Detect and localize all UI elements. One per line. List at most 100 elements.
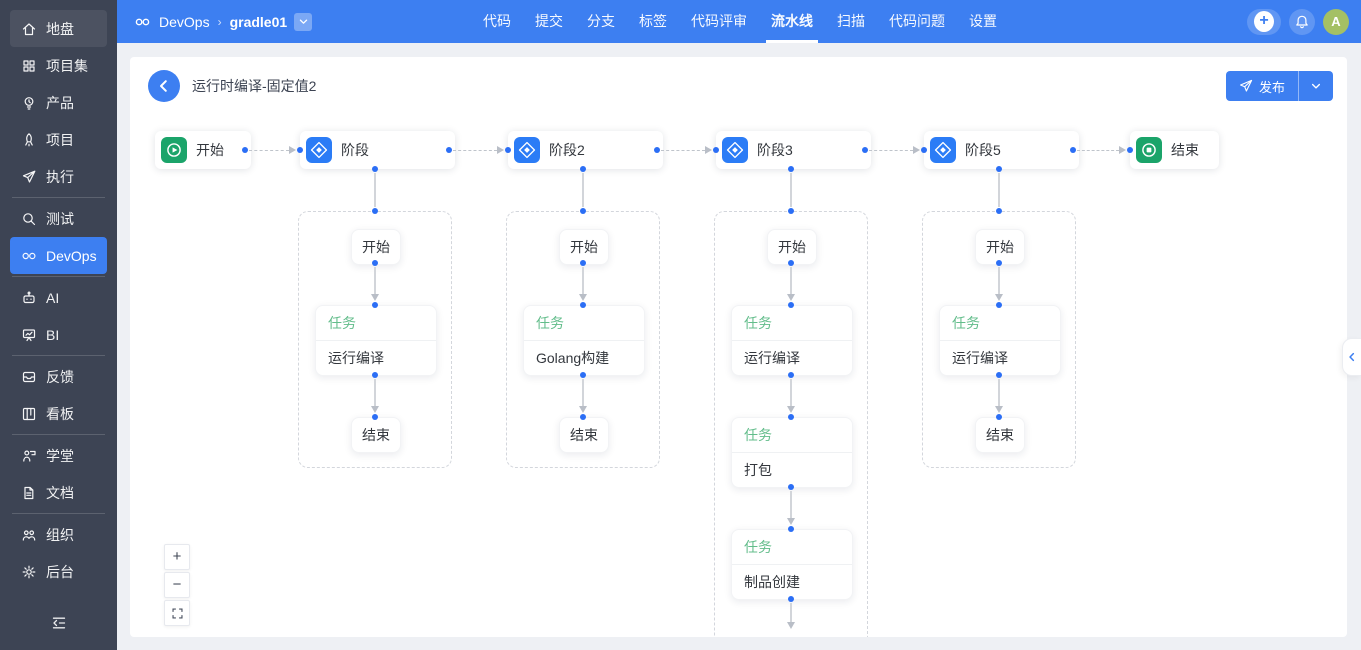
task-node[interactable]: 任务运行编译 [731, 305, 853, 376]
kanban-icon [21, 406, 37, 422]
sub-start-node[interactable]: 开始 [351, 229, 401, 265]
tab-scan[interactable]: 扫描 [837, 13, 865, 29]
connector-dot [788, 302, 794, 308]
stage-node[interactable]: 阶段 [300, 131, 455, 169]
connector-arrow [289, 146, 296, 154]
sidebar-item-label: 文档 [46, 484, 74, 501]
sidebar-item-admin[interactable]: 后台 [10, 553, 107, 590]
sidebar-item-feedback[interactable]: 反馈 [10, 358, 107, 395]
sidebar-item-label: 产品 [46, 94, 74, 111]
connector-line [790, 491, 792, 520]
tab-code-review[interactable]: 代码评审 [691, 13, 747, 29]
project-switcher-dropdown[interactable] [294, 12, 313, 31]
task-node[interactable]: 任务制品创建 [731, 529, 853, 600]
tab-branches[interactable]: 分支 [587, 13, 615, 29]
sub-end-node[interactable]: 结束 [975, 417, 1025, 453]
sidebar-item-project[interactable]: 项目 [10, 121, 107, 158]
sidebar-item-project-set[interactable]: 项目集 [10, 47, 107, 84]
sidebar-divider [12, 197, 105, 198]
sub-start-node[interactable]: 开始 [559, 229, 609, 265]
task-name: 运行编译 [952, 350, 1008, 366]
connector-dot [580, 166, 586, 172]
connector-line [661, 150, 705, 151]
connector-dot [372, 208, 378, 214]
task-node[interactable]: 任务打包 [731, 417, 853, 488]
rocket-icon [21, 132, 37, 148]
sub-end-node[interactable]: 结束 [351, 417, 401, 453]
sidebar-item-home[interactable]: 地盘 [10, 10, 107, 47]
connector-line [582, 267, 584, 296]
stage-icon [930, 137, 956, 163]
tab-tags[interactable]: 标签 [639, 13, 667, 29]
fit-view-button[interactable] [164, 600, 190, 626]
publish-dropdown-button[interactable] [1298, 71, 1333, 101]
sub-start-node[interactable]: 开始 [975, 229, 1025, 265]
sidebar-item-label: 项目集 [46, 57, 88, 74]
sub-end-node[interactable]: 结束 [559, 417, 609, 453]
breadcrumb-project[interactable]: gradle01 [229, 13, 288, 30]
stage-node[interactable]: 阶段3 [716, 131, 871, 169]
connector-dot [713, 147, 719, 153]
stage-node[interactable]: 阶段5 [924, 131, 1079, 169]
teacher-icon [21, 448, 37, 464]
connector-line [790, 267, 792, 296]
sidebar-item-org[interactable]: 组织 [10, 516, 107, 553]
sidebar-item-school[interactable]: 学堂 [10, 437, 107, 474]
fullscreen-icon [171, 607, 183, 619]
sidebar-item-test[interactable]: 测试 [10, 200, 107, 237]
task-node[interactable]: 任务运行编译 [939, 305, 1061, 376]
sidebar-item-docs[interactable]: 文档 [10, 474, 107, 511]
sidebar-divider [12, 355, 105, 356]
notifications-button[interactable] [1289, 8, 1315, 35]
tab-code-issues[interactable]: 代码问题 [889, 13, 945, 29]
publish-label: 发布 [1258, 79, 1285, 95]
connector-dot [788, 414, 794, 420]
chevron-left-icon [1349, 352, 1355, 362]
back-button[interactable] [148, 70, 180, 102]
sidebar-collapse-button[interactable] [0, 615, 117, 636]
pipeline-start-node[interactable]: 开始 [155, 131, 251, 169]
connector-dot [788, 208, 794, 214]
chevron-left-icon [160, 80, 167, 92]
sub-start-node[interactable]: 开始 [767, 229, 817, 265]
connector-dot [446, 147, 452, 153]
task-name: Golang构建 [536, 350, 610, 366]
bulb-icon [21, 95, 37, 111]
search-icon [21, 211, 37, 227]
pipeline-end-node[interactable]: 结束 [1130, 131, 1219, 169]
stage-node[interactable]: 阶段2 [508, 131, 663, 169]
sidebar-item-ai[interactable]: AI [10, 279, 107, 316]
task-node[interactable]: 任务运行编译 [315, 305, 437, 376]
sidebar-item-bi[interactable]: BI [10, 316, 107, 353]
sidebar-item-execute[interactable]: 执行 [10, 158, 107, 195]
tab-code[interactable]: 代码 [483, 13, 511, 29]
tab-pipeline[interactable]: 流水线 [766, 0, 818, 43]
connector-dot [788, 484, 794, 490]
connector-line [374, 267, 376, 296]
connector-line [998, 267, 1000, 296]
create-button[interactable]: + [1247, 8, 1281, 35]
publish-button[interactable]: 发布 [1226, 71, 1298, 101]
document-icon [21, 485, 37, 501]
breadcrumb-app[interactable]: DevOps [159, 13, 210, 30]
zoom-out-button[interactable]: − [164, 572, 190, 598]
stage-detail-container: 开始任务运行编译结束 [298, 211, 452, 468]
sidebar-item-product[interactable]: 产品 [10, 84, 107, 121]
zoom-in-button[interactable]: + [164, 544, 190, 570]
top-nav-tabs: 代码 提交 分支 标签 代码评审 流水线 扫描 代码问题 设置 [483, 0, 997, 43]
expand-panel-handle[interactable] [1342, 338, 1361, 376]
user-avatar[interactable]: A [1323, 8, 1349, 35]
connector-arrow [787, 622, 795, 629]
connector-dot [580, 260, 586, 266]
tab-settings[interactable]: 设置 [969, 13, 997, 29]
task-name: 制品创建 [744, 574, 800, 590]
sidebar-item-kanban[interactable]: 看板 [10, 395, 107, 432]
task-name: 运行编译 [328, 350, 384, 366]
connector-line [582, 379, 584, 408]
tab-commits[interactable]: 提交 [535, 13, 563, 29]
sidebar-item-devops[interactable]: DevOps [10, 237, 107, 274]
chart-board-icon [21, 327, 37, 343]
